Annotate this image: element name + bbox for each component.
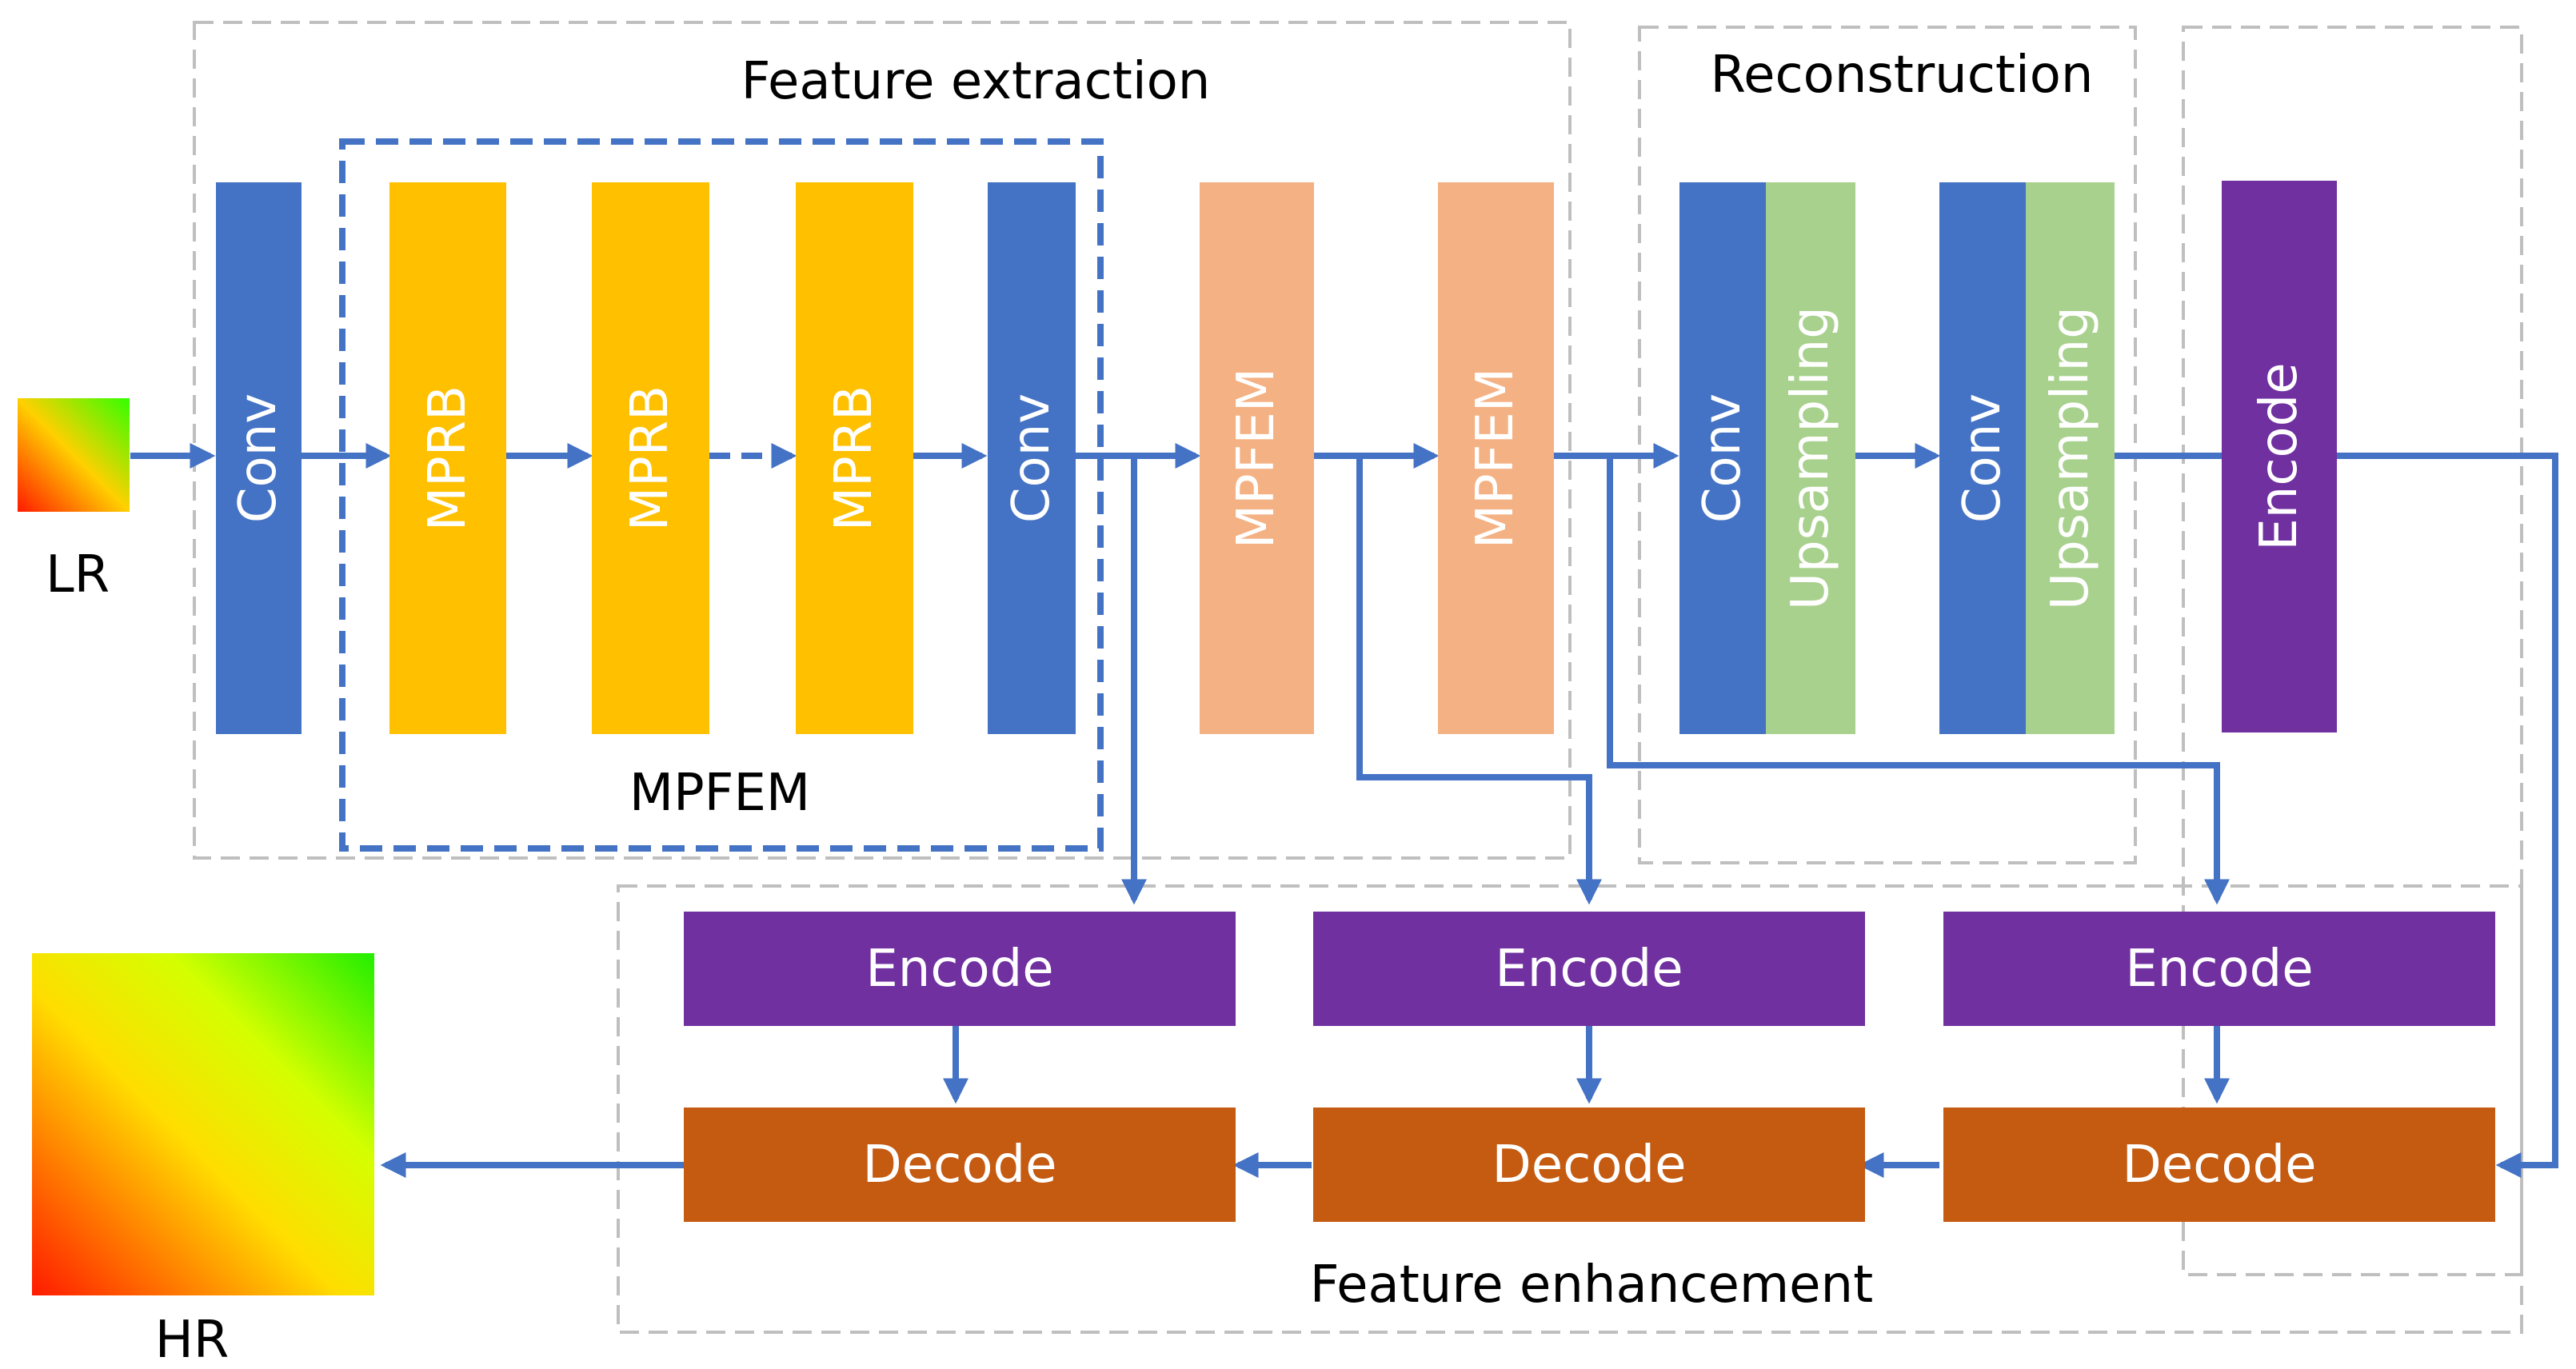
feature-enhancement-title: Feature enhancement — [1310, 1255, 1873, 1315]
arrow-encode-top-to-decode3 — [2337, 453, 2558, 1178]
decode-block-1: Decode — [684, 1108, 1236, 1222]
mpfem-inner-title: MPFEM — [629, 764, 810, 823]
decode-block-2: Decode — [1313, 1108, 1865, 1222]
encode-block-1-label: Encode — [865, 940, 1053, 999]
decode-block-1-label: Decode — [863, 1136, 1057, 1195]
mpfem-inner-group — [339, 138, 1104, 852]
feature-enhancement-group — [617, 884, 2523, 1334]
mprb-block-2-label: MPRB — [621, 385, 680, 531]
arrow-skip-to-encode2 — [1356, 456, 1602, 905]
decode-block-3: Decode — [1943, 1108, 2495, 1222]
lr-image — [18, 398, 130, 512]
encode-top-block: Encode — [2222, 181, 2337, 732]
mprb-block-2: MPRB — [592, 182, 709, 734]
recon-conv-block-1: Conv — [1679, 182, 1766, 734]
feature-extraction-title: Feature extraction — [741, 52, 1211, 111]
feature-extraction-group — [193, 21, 1572, 860]
mprb-block-1: MPRB — [389, 182, 506, 734]
hr-image — [32, 953, 374, 1295]
conv-block-1-label: Conv — [229, 393, 288, 523]
mprb-block-3-label: MPRB — [825, 385, 884, 531]
encode-block-1: Encode — [684, 912, 1236, 1026]
recon-upsampling-block-2: Upsampling — [2026, 182, 2115, 734]
lr-label: LR — [46, 545, 110, 605]
hr-label: HR — [155, 1311, 230, 1365]
encode-block-3: Encode — [1943, 912, 2495, 1026]
arrow-skip-to-encode3 — [1607, 456, 2230, 905]
recon-conv-block-2: Conv — [1939, 182, 2026, 734]
encode-block-2-label: Encode — [1495, 940, 1683, 999]
conv-block-2-label: Conv — [1002, 393, 1061, 523]
mpfem-block-1-label: MPFEM — [1227, 368, 1286, 549]
recon-upsampling-block-1-label: Upsampling — [1781, 306, 1840, 610]
reconstruction-title: Reconstruction — [1711, 46, 2094, 105]
reconstruction-group — [1638, 26, 2137, 864]
recon-conv-block-1-label: Conv — [1693, 393, 1752, 523]
encode-block-2: Encode — [1313, 912, 1865, 1026]
conv-block-2: Conv — [988, 182, 1076, 734]
encode-top-block-label: Encode — [2250, 362, 2309, 550]
mpfem-block-1: MPFEM — [1200, 182, 1314, 734]
mprb-block-3: MPRB — [796, 182, 913, 734]
recon-conv-block-2-label: Conv — [1953, 393, 2012, 523]
recon-upsampling-block-2-label: Upsampling — [2041, 306, 2100, 610]
decode-block-2-label: Decode — [1492, 1136, 1687, 1195]
encode-block-3-label: Encode — [2125, 940, 2313, 999]
recon-upsampling-block-1: Upsampling — [1766, 182, 1855, 734]
mpfem-block-2: MPFEM — [1438, 182, 1554, 734]
mprb-block-1-label: MPRB — [418, 385, 477, 531]
mpfem-block-2-label: MPFEM — [1466, 368, 1525, 549]
decode-block-3-label: Decode — [2123, 1136, 2317, 1195]
encode-top-group — [2182, 26, 2523, 1276]
conv-block-1: Conv — [216, 182, 302, 734]
